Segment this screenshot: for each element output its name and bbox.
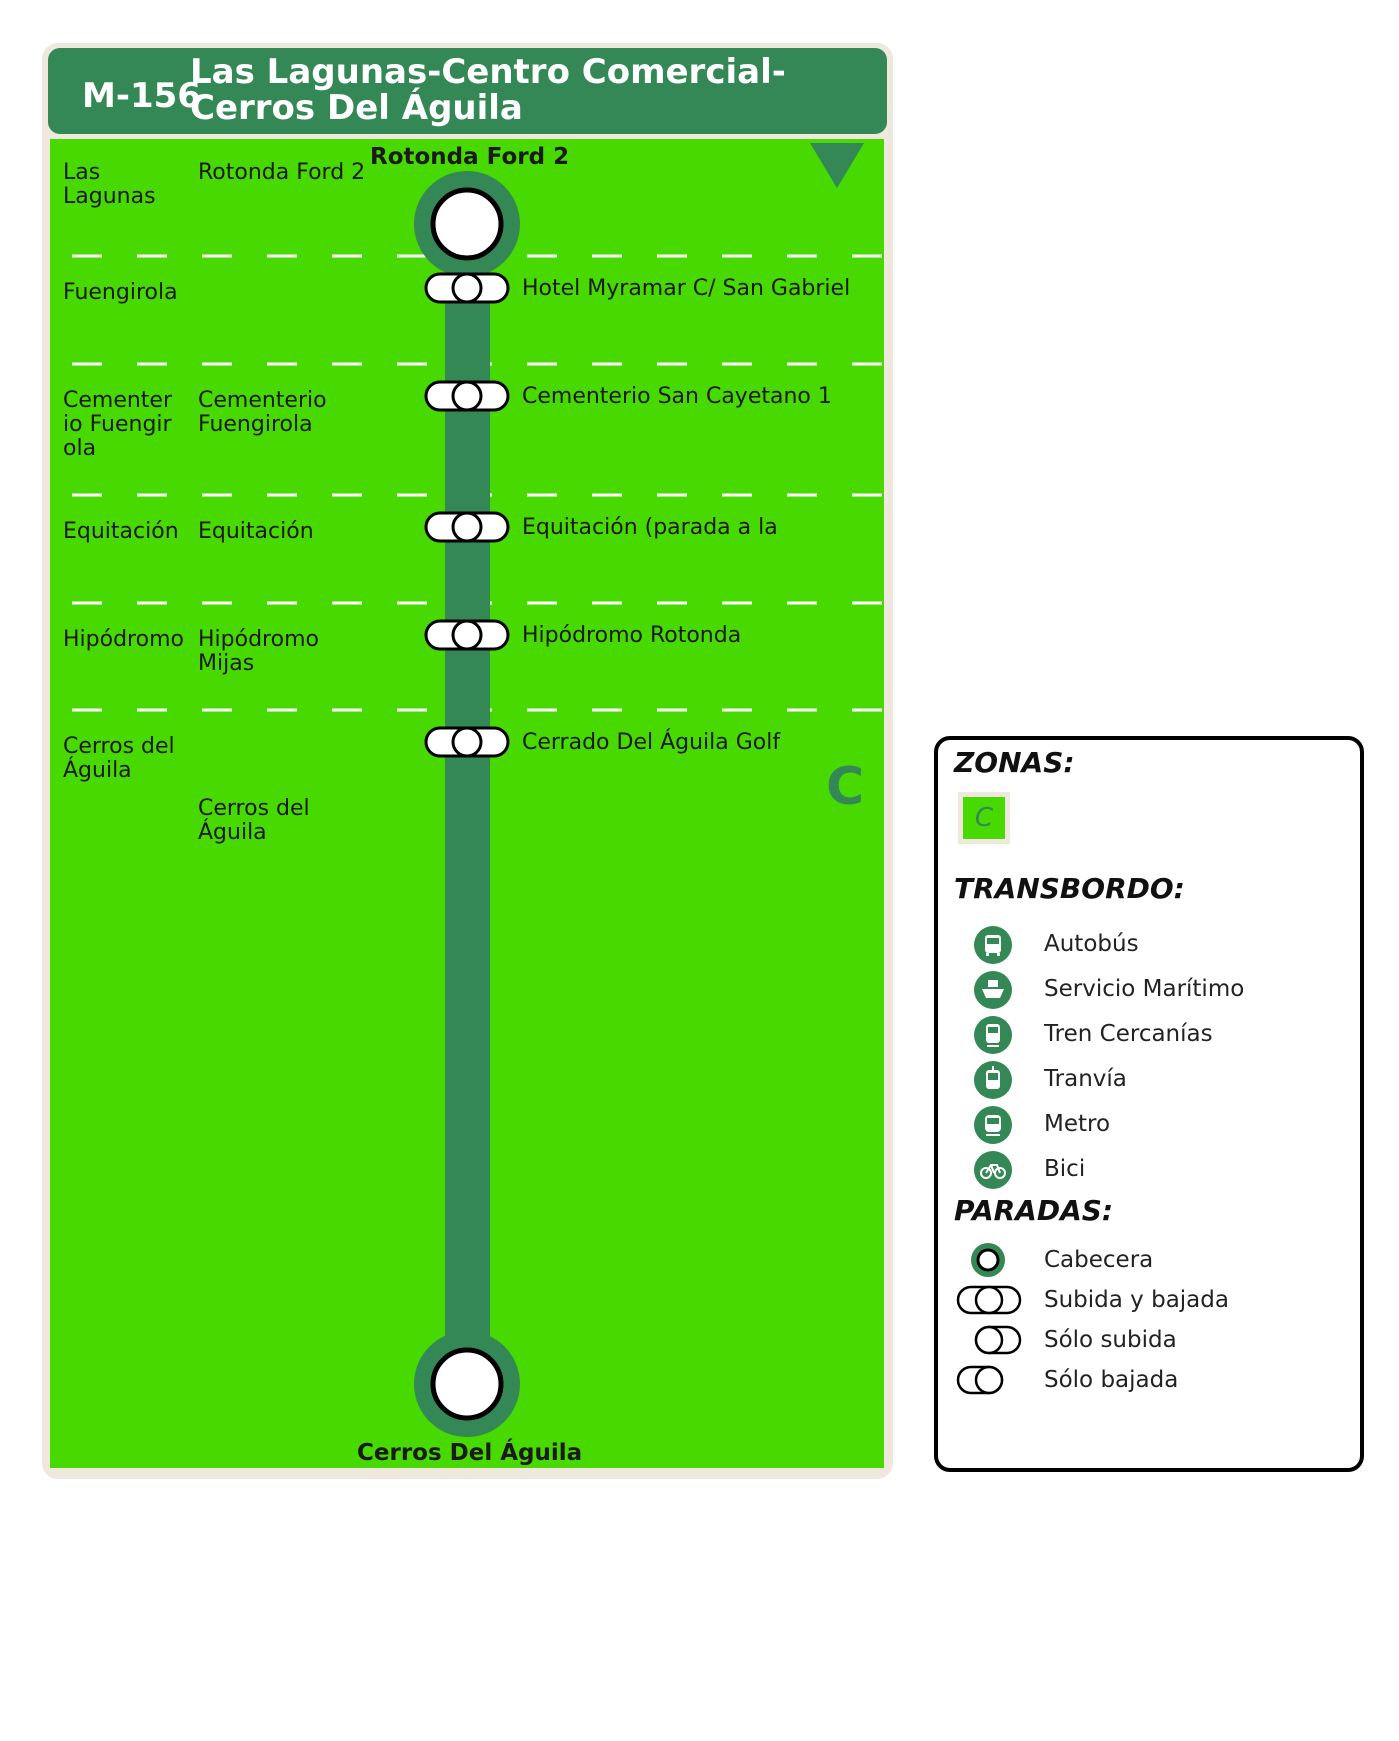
locality-label: Cerros del Águila [198, 796, 310, 845]
transbordo-label: Servicio Marítimo [1044, 976, 1245, 1002]
paradas-icons [956, 1243, 1022, 1395]
transbordo-label: Bici [1044, 1156, 1086, 1182]
locality-label: Equitación [198, 519, 314, 544]
locality-label: Rotonda Ford 2 [198, 160, 366, 185]
solo-subida-icon [974, 1325, 1022, 1355]
stop-name: Equitación (parada a la [522, 515, 778, 540]
paradas-label: Subida y bajada [1044, 1287, 1229, 1313]
route-track [445, 224, 490, 1384]
zone-letter: C [826, 757, 865, 817]
cabecera-icon [971, 1243, 1005, 1277]
bike-icon [974, 1151, 1012, 1189]
municipality-label: Cerros del Águila [63, 734, 175, 783]
municipality-label: Equitación [63, 519, 179, 544]
municipality-label: Fuengirola [63, 280, 178, 305]
route-header [48, 48, 887, 134]
stop-marker [424, 726, 510, 758]
train-icon [974, 1016, 1012, 1054]
tram-icon [974, 1061, 1012, 1099]
zone-chip-label: C [963, 797, 1005, 839]
transbordo-label: Tranvía [1044, 1066, 1127, 1092]
transbordo-title: TRANSBORDO: [954, 872, 1185, 905]
metro-icon [974, 1106, 1012, 1144]
stop-marker [424, 380, 510, 412]
municipality-label: Las Lagunas [63, 160, 156, 209]
stop-name: Cerrado Del Águila Golf [522, 730, 781, 755]
paradas-label: Cabecera [1044, 1247, 1154, 1273]
zone-chip: C [958, 792, 1010, 844]
transbordo-label: Autobús [1044, 931, 1139, 957]
transbordo-label: Tren Cercanías [1044, 1021, 1213, 1047]
legend-box: ZONAS: C TRANSBORDO: Autobús Servicio Ma… [934, 736, 1364, 1472]
locality-label: Cementerio Fuengirola [198, 388, 327, 437]
subida-bajada-icon [956, 1285, 1022, 1315]
zonas-title: ZONAS: [954, 746, 1075, 779]
paradas-label: Sólo subida [1044, 1327, 1177, 1353]
route-name: Las Lagunas-Centro Comercial-Cerros Del … [190, 52, 786, 128]
stop-name: Cementerio San Cayetano 1 [522, 384, 832, 409]
stop-marker [424, 511, 510, 543]
bus-icon [974, 926, 1012, 964]
solo-bajada-icon [956, 1365, 1004, 1395]
route-diagram [72, 143, 884, 1437]
ship-icon [974, 971, 1012, 1009]
start-terminus-label: Rotonda Ford 2 [370, 144, 570, 170]
stop-name: Hipódromo Rotonda [522, 623, 742, 648]
down-triangle-icon [810, 143, 864, 188]
paradas-title: PARADAS: [954, 1194, 1114, 1227]
transbordo-label: Metro [1044, 1111, 1111, 1137]
paradas-label: Sólo bajada [1044, 1367, 1179, 1393]
route-code: M-156 [82, 76, 201, 116]
municipality-label: Hipódromo [63, 627, 184, 652]
locality-label: Hipódromo Mijas [198, 627, 319, 676]
stop-marker [424, 272, 510, 304]
municipality-label: Cementerio Fuengirola [63, 388, 173, 461]
cabecera-stop-end [414, 1331, 520, 1437]
cabecera-stop-start [414, 171, 520, 277]
stop-name: Hotel Myramar C/ San Gabriel [522, 276, 851, 301]
stop-marker [424, 619, 510, 651]
end-terminus-label: Cerros Del Águila [357, 1440, 583, 1466]
